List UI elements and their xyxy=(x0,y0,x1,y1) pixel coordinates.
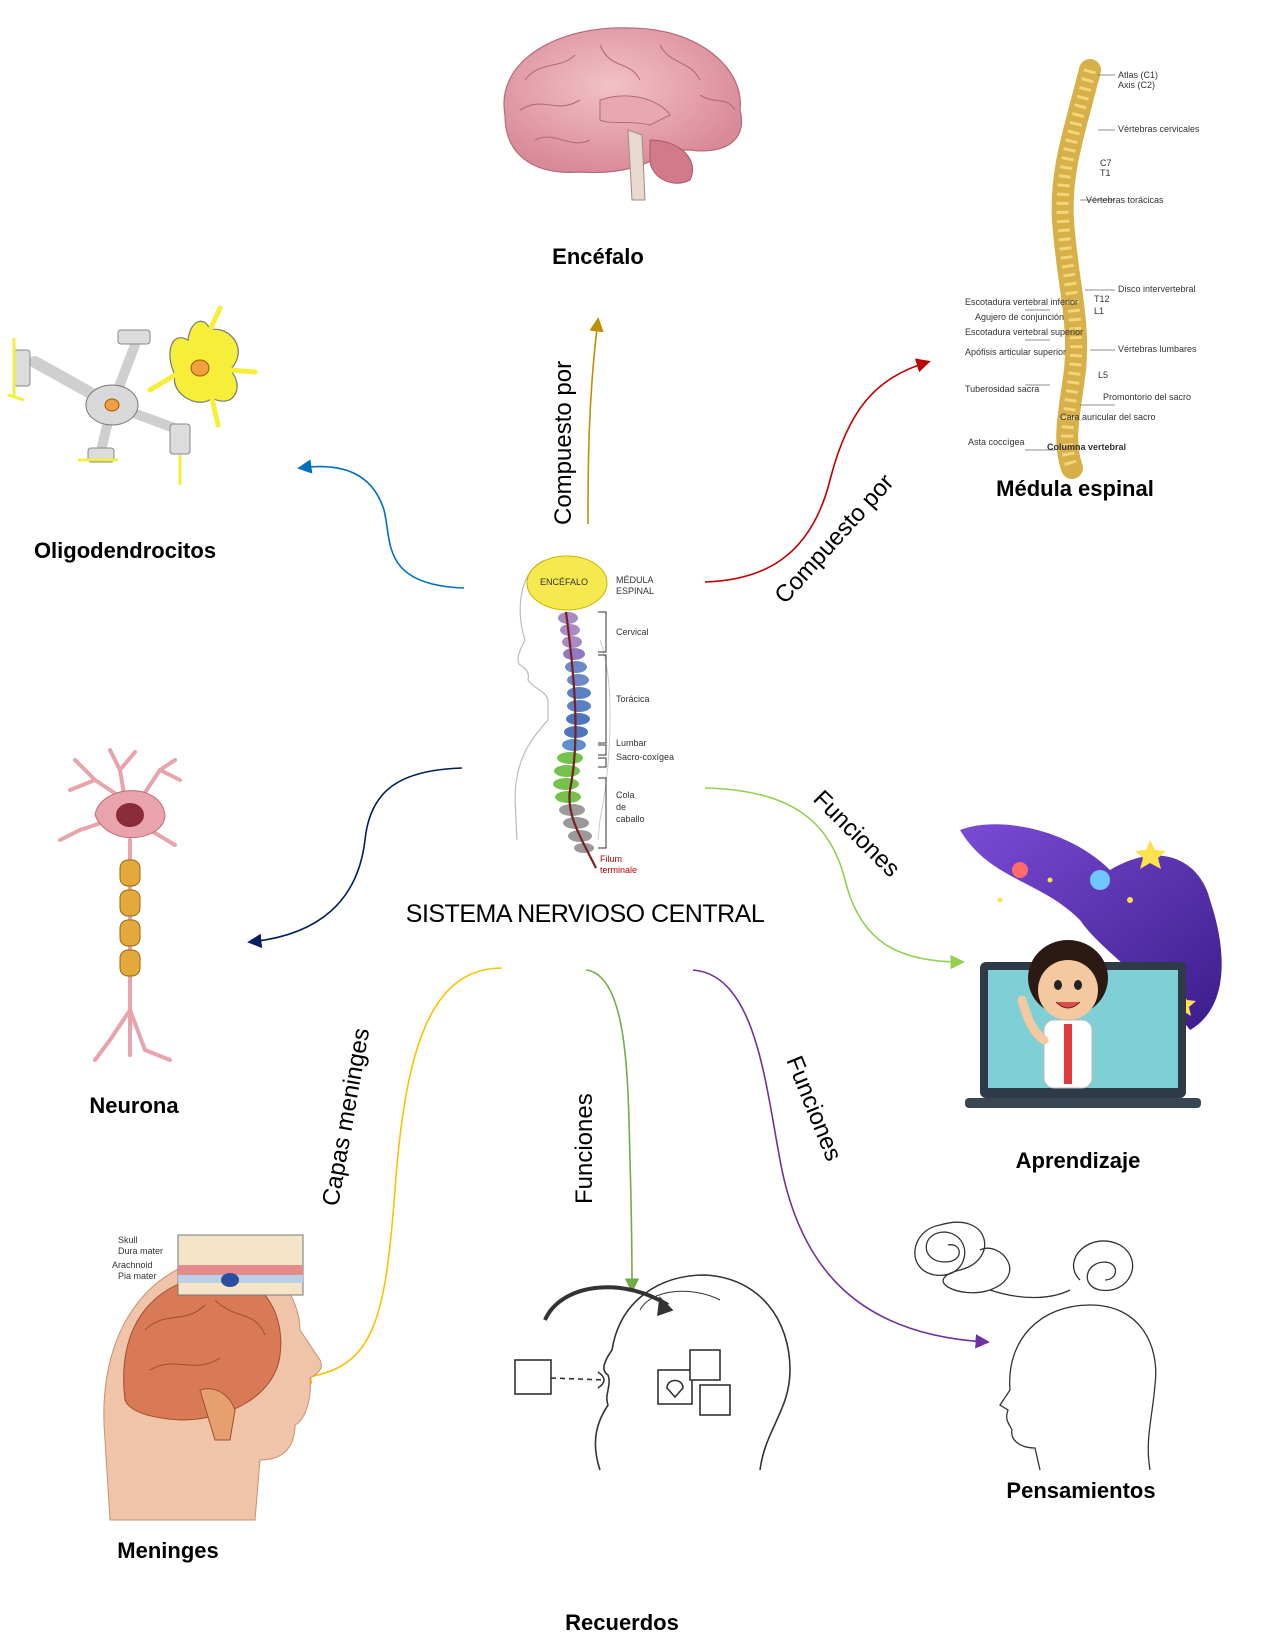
figure-label-cola-1: Cola xyxy=(616,790,635,800)
node-label-pensamientos: Pensamientos xyxy=(1006,1478,1156,1503)
edge-label-meninges: Capas meninges xyxy=(317,1026,375,1208)
spine-label-8: L1 xyxy=(1094,306,1104,316)
figure-label-cervical: Cervical xyxy=(616,627,649,637)
spine-label-12: Escotadura vertebral inferior xyxy=(965,297,1078,307)
node-label-neurona: Neurona xyxy=(89,1093,179,1118)
node-label-encefalo: Encéfalo xyxy=(552,244,644,269)
node-label-aprendizaje: Aprendizaje xyxy=(1015,1148,1141,1173)
figure-label-medula-1: MÉDULA xyxy=(616,575,654,585)
figure-label-sacro: Sacro-coxígea xyxy=(616,752,674,762)
meninges-illustration: Skull Dura mater Arachnoid Pia mater xyxy=(103,1234,322,1521)
encefalo-illustration xyxy=(503,27,743,201)
spine-label-14: Escotadura vertebral superior xyxy=(965,327,1083,337)
figure-label-toracica: Torácica xyxy=(616,694,650,704)
central-topic-title: SISTEMA NERVIOSO CENTRAL xyxy=(405,900,765,928)
edge-label-medula: Compuesto por xyxy=(769,469,899,609)
neurona-illustration xyxy=(58,748,182,1062)
node-label-meninges: Meninges xyxy=(117,1538,219,1563)
aprendizaje-illustration xyxy=(960,824,1222,1108)
oligodendrocitos-illustration xyxy=(7,305,258,485)
medula-illustration: Atlas (C1) Axis (C2) Vértebras cervicale… xyxy=(965,59,1200,479)
spine-label-18: Asta coccígea xyxy=(968,437,1025,447)
edge-label-aprendizaje: Funciones xyxy=(808,785,905,882)
edge-to-encefalo xyxy=(587,317,604,525)
figure-label-filum-1: Filum xyxy=(600,854,622,864)
spine-label-3: C7 xyxy=(1100,158,1112,168)
spine-label-15: Apófisis articular superior xyxy=(965,347,1066,357)
figure-label-encefalo: ENCÉFALO xyxy=(540,577,588,587)
center-figure: ENCÉFALO xyxy=(514,555,674,875)
figure-label-cola-2: de xyxy=(616,802,626,812)
spine-label-10: L5 xyxy=(1098,370,1108,380)
spine-label-5: Vértebras torácicas xyxy=(1086,195,1164,205)
spine-label-17: Cara auricular del sacro xyxy=(1060,412,1156,422)
center-vertebrae xyxy=(553,612,594,853)
figure-label-filum-2: terminale xyxy=(600,865,637,875)
meninges-label-arachnoid: Arachnoid xyxy=(112,1260,153,1270)
edge-to-aprendizaje xyxy=(704,787,965,970)
edge-label-recuerdos: Funciones xyxy=(571,1093,598,1204)
spine-label-7: T12 xyxy=(1094,294,1110,304)
edge-to-oligodendrocitos xyxy=(297,459,465,589)
edge-to-medula xyxy=(704,358,931,583)
figure-label-lumbar: Lumbar xyxy=(616,738,647,748)
spine-column-title: Columna vertebral xyxy=(1047,442,1126,452)
edge-to-neurona xyxy=(247,767,463,949)
figure-label-medula-2: ESPINAL xyxy=(616,586,654,596)
node-label-medula: Médula espinal xyxy=(996,476,1154,501)
edge-to-recuerdos xyxy=(585,969,640,1293)
spine-label-11: Promontorio del sacro xyxy=(1103,392,1191,402)
spine-label-13: Agujero de conjunción xyxy=(975,312,1064,322)
spine-label-0: Atlas (C1) xyxy=(1118,70,1158,80)
figure-label-cola-3: caballo xyxy=(616,814,645,824)
edges xyxy=(247,317,990,1384)
spine-label-6: Disco intervertebral xyxy=(1118,284,1196,294)
spine-label-2: Vértebras cervicales xyxy=(1118,124,1200,134)
spine-label-4: T1 xyxy=(1100,168,1111,178)
edge-label-pensamientos: Funciones xyxy=(780,1052,847,1165)
meninges-label-skull: Skull xyxy=(118,1235,138,1245)
edge-to-pensamientos xyxy=(692,969,990,1349)
pensamientos-illustration xyxy=(914,1221,1157,1471)
node-label-oligodendrocitos: Oligodendrocitos xyxy=(33,538,217,563)
edge-labels: Compuesto por Compuesto por Funciones Ca… xyxy=(317,361,905,1208)
meninges-label-pia: Pia mater xyxy=(118,1271,157,1281)
edge-to-meninges xyxy=(297,967,503,1384)
meninges-label-dura: Dura mater xyxy=(118,1246,163,1256)
spine-label-1: Axis (C2) xyxy=(1118,80,1155,90)
recuerdos-illustration xyxy=(514,1274,791,1471)
node-label-recuerdos: Recuerdos xyxy=(565,1610,679,1635)
spine-label-9: Vértebras lumbares xyxy=(1118,344,1197,354)
spine-label-16: Tuberosidad sacra xyxy=(965,384,1039,394)
edge-label-encefalo: Compuesto por xyxy=(550,361,577,525)
